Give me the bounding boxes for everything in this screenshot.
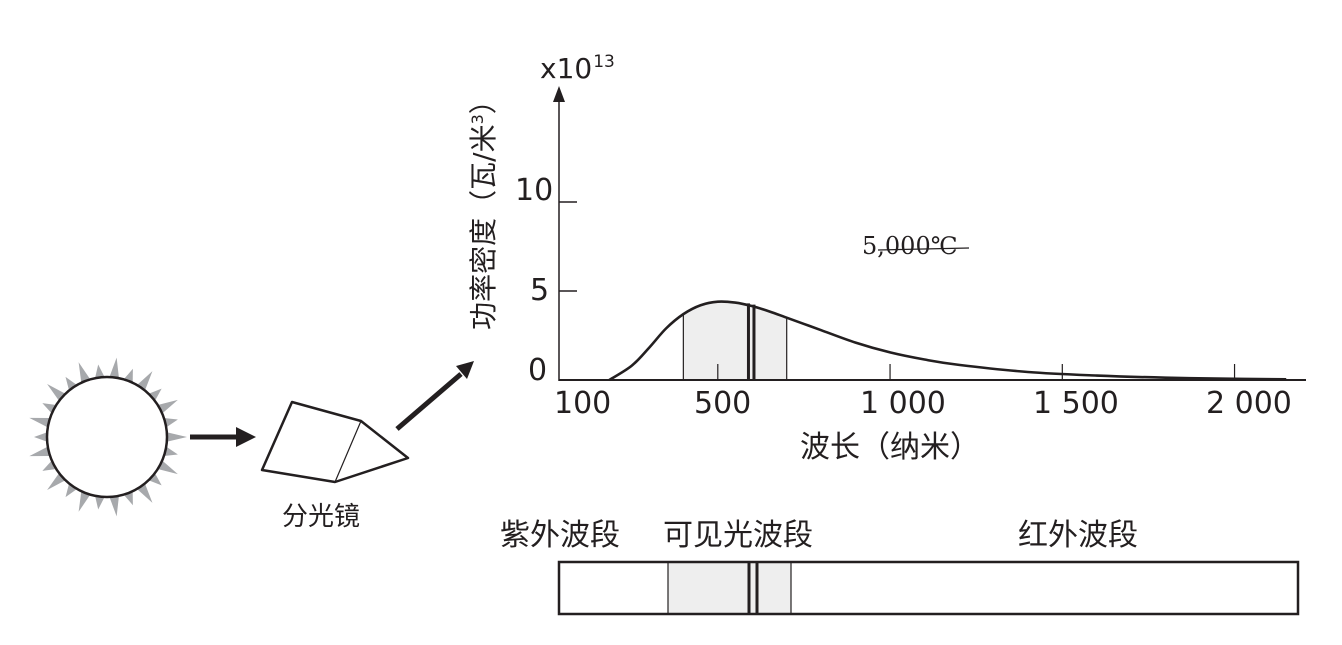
blackbody-curve (608, 300, 1287, 382)
x-tick-label: 2 000 (1206, 386, 1292, 421)
sun-ray (137, 483, 153, 503)
sun-ray (29, 417, 51, 428)
sun-ray (163, 446, 178, 456)
x-tick-label: 1 000 (860, 386, 946, 421)
sun-ray (95, 495, 105, 510)
sun-ray (78, 362, 91, 383)
sun-ray (166, 432, 187, 442)
visible-segment (668, 562, 791, 614)
y-tick-label: 10 (515, 173, 554, 208)
sun-ray (34, 432, 48, 442)
ir-band-label: 红外波段 (1018, 518, 1138, 553)
spectrum-bar (557, 560, 1300, 616)
y-axis-arrow-icon (553, 86, 565, 102)
power-density-chart (553, 86, 1306, 382)
sun-ray (65, 483, 77, 498)
y-axis (553, 86, 565, 381)
prism-label: 分光镜 (282, 502, 361, 532)
y-axis-label: 功率密度（瓦/米3） (462, 86, 502, 330)
sun-ray (47, 473, 66, 491)
sun-ray (148, 388, 162, 401)
sun-ray (157, 460, 178, 475)
y-tick-label: 0 (528, 353, 548, 388)
x-tick-label: 1 500 (1033, 386, 1119, 421)
sun-ray (109, 495, 119, 517)
sun-ray (157, 399, 178, 414)
visible-band (682, 301, 788, 380)
y-multiplier-exponent: 13 (593, 52, 615, 72)
visible-band-fill (683, 301, 787, 380)
visible-band-label: 可见光波段 (663, 518, 813, 553)
uv-band-label: 紫外波段 (500, 518, 620, 553)
sun-ray (47, 383, 66, 401)
sun-ray (95, 364, 105, 379)
y-multiplier-base: x10 (540, 52, 593, 85)
sun-rays (29, 357, 187, 517)
y-axis-label-text: 功率密度（瓦/米 (467, 124, 500, 330)
sun-icon (45, 375, 169, 499)
arrow-prism-to-chart (395, 361, 474, 431)
arrow-sun-to-prism (190, 427, 256, 447)
sun-ray (137, 371, 153, 391)
y-multiplier: x1013 (540, 52, 615, 85)
sun-ray (109, 357, 119, 379)
x-tick-label: 100 (554, 386, 612, 421)
curve-label: 5,000℃ (862, 232, 958, 260)
sun-ray (65, 376, 77, 391)
curve-label-leader (877, 247, 970, 251)
spectrum-bar-frame (557, 560, 1300, 616)
x-axis-label: 波长（纳米） (800, 430, 980, 465)
sun-ray (29, 446, 51, 457)
sun-ray (148, 473, 162, 486)
y-axis-label-close: ） (467, 86, 500, 115)
sun-ray (78, 491, 91, 512)
sun-ray (163, 418, 178, 428)
y-tick-label: 5 (530, 273, 550, 308)
y-axis-label-sup: 3 (468, 114, 487, 125)
spectral-lines (746, 303, 756, 380)
prism-icon (260, 400, 410, 484)
x-tick-label: 500 (694, 386, 752, 421)
